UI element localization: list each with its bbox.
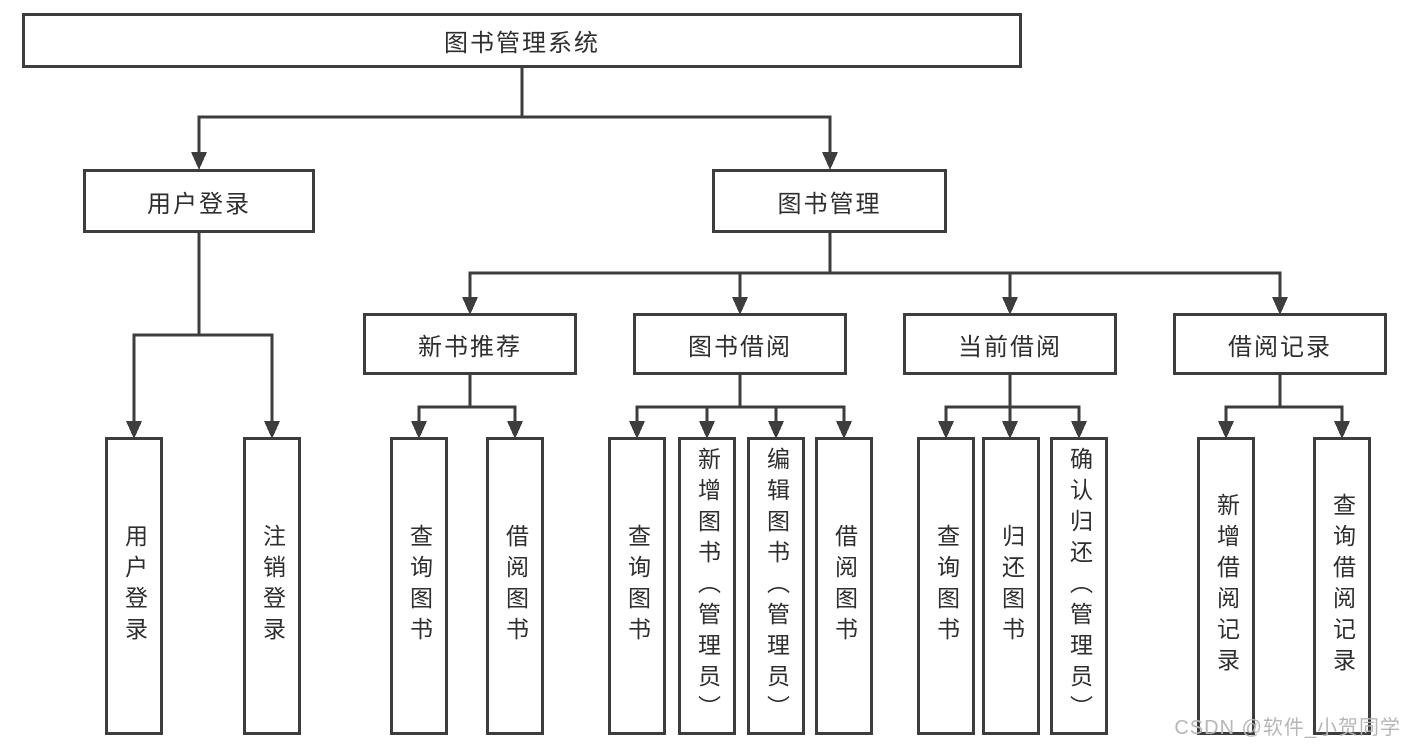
leaf-add-books-admin: 新增图书（管理员） [678,437,736,735]
node-library-management-system: 图书管理系统 [22,13,1022,68]
node-new-book-recommendation: 新书推荐 [363,313,577,375]
leaf-recommend-borrow-books: 借阅图书 [486,437,544,735]
leaf-return-books: 归还图书 [982,437,1040,735]
node-user-login: 用户登录 [83,169,315,233]
leaf-edit-books-admin: 编辑图书（管理员） [747,437,805,735]
leaf-user-login: 用户登录 [105,437,163,735]
leaf-borrowing-borrow-books: 借阅图书 [815,437,873,735]
leaf-add-borrow-record: 新增借阅记录 [1197,437,1255,735]
leaf-current-query-books: 查询图书 [917,437,975,735]
leaf-logout: 注销登录 [243,437,301,735]
node-book-management: 图书管理 [712,169,947,233]
leaf-recommend-query-books: 查询图书 [390,437,448,735]
csdn-watermark: CSDN @软件_小贺同学 [1174,717,1401,739]
leaf-borrowing-query-books: 查询图书 [608,437,666,735]
node-book-borrowing: 图书借阅 [633,313,847,375]
leaf-confirm-return-admin: 确认归还（管理员） [1050,437,1108,735]
node-borrowing-records: 借阅记录 [1173,313,1387,375]
node-current-borrowing: 当前借阅 [903,313,1117,375]
leaf-query-borrow-record: 查询借阅记录 [1313,437,1371,735]
